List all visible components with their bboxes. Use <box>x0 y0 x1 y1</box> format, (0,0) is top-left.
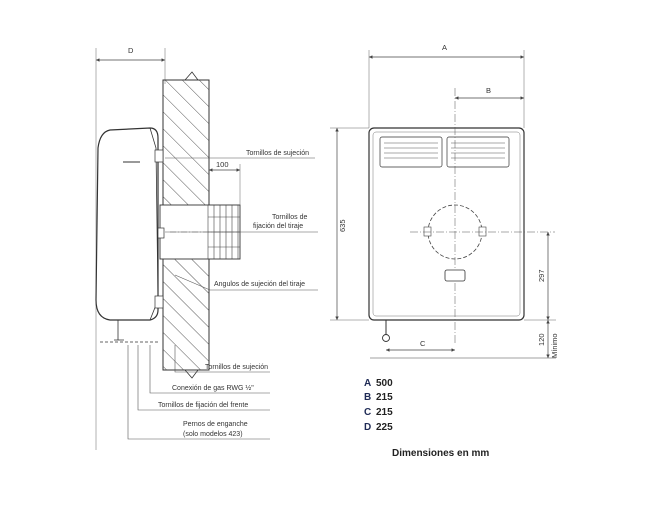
legend-value-c: 215 <box>376 407 393 418</box>
legend-value-a: 500 <box>376 378 393 389</box>
label-tornillos-fijacion-tiraje-2: fijación del tiraje <box>253 223 303 230</box>
control-panel <box>444 269 466 282</box>
legend-key-b: B <box>364 392 371 403</box>
legend-key-d: D <box>364 422 371 433</box>
dim-635-label: 635 <box>338 219 347 232</box>
footer-units: Dimensiones en mm <box>392 448 489 459</box>
front-view: A B 635 <box>330 43 559 359</box>
label-tornillos-fijacion-frente: Tornillos de fijación del frente <box>158 402 248 409</box>
top-grilles <box>379 136 510 168</box>
legend-value-b: 215 <box>376 392 393 403</box>
dim-b-label: B <box>486 86 491 95</box>
legend-value-d: 225 <box>376 422 393 433</box>
dim-c-label: C <box>420 339 426 348</box>
label-tornillos-sujecion-bottom: Tornillos de sujeción <box>205 364 268 371</box>
label-tornillos-fijacion-tiraje-1: Tornillos de <box>272 214 308 221</box>
heater-side-body <box>95 127 159 321</box>
label-tornillos-sujecion-top: Tornillos de sujeción <box>246 150 309 157</box>
legend-key-c: C <box>364 407 371 418</box>
label-conexion-gas: Conexión de gas RWG ½" <box>172 384 254 392</box>
heater-front-body <box>368 127 525 321</box>
label-angulos-sujecion: Angulos de sujeción del tiraje <box>214 281 305 288</box>
dim-100-label: 100 <box>216 160 229 169</box>
legend-key-a: A <box>364 378 371 389</box>
dim-d-label: D <box>128 46 134 55</box>
minimo-label: Mínimo <box>550 333 559 358</box>
label-pernos-1: Pernos de enganche <box>183 421 248 428</box>
dimension-legend: A 500 B 215 C 215 D 225 <box>364 378 393 433</box>
dim-297-label: 297 <box>537 269 546 282</box>
dim-a-label: A <box>442 43 447 52</box>
label-pernos-2: (solo modelos 423) <box>183 431 243 438</box>
dim-120-label: 120 <box>537 333 546 346</box>
side-view: D 100 <box>95 46 318 450</box>
